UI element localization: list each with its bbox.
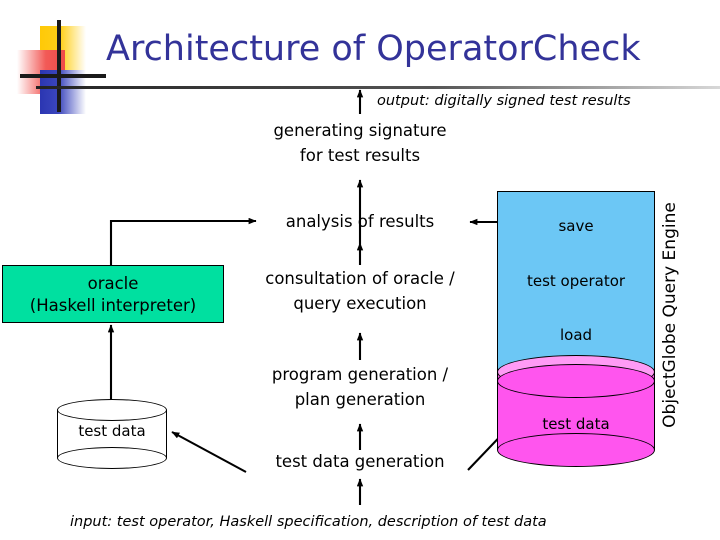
page-title: Architecture of OperatorCheck [106, 29, 641, 69]
engine-test-data-cylinder [497, 355, 655, 467]
logo [14, 20, 106, 114]
generating-signature-line1: generating signature [273, 121, 447, 140]
consultation-line2: query execution [293, 294, 427, 313]
cylinder-top-ellipse [57, 399, 167, 421]
analysis-of-results-label: analysis of results [285, 212, 435, 231]
local-test-data-cylinder: test data [57, 399, 167, 469]
cylinder-bottom-ellipse [497, 433, 655, 467]
output-label: output: digitally signed test results [377, 93, 631, 109]
cylinder-bottom-ellipse [57, 447, 167, 469]
program-generation-line1: program generation / [271, 365, 449, 384]
load-label: load [559, 326, 593, 344]
oracle-label: oracle (Haskell interpreter) [3, 273, 223, 317]
title-divider [36, 86, 720, 89]
side-label-text: ObjectGlobe Query Engine [660, 202, 680, 428]
oracle-label-line1: oracle [87, 274, 139, 293]
generating-signature-line2: for test results [299, 146, 421, 165]
input-label: input: test operator, Haskell specificat… [70, 514, 547, 530]
cylinder-inner-ellipse [497, 364, 655, 398]
objectglobe-query-engine-label: ObjectGlobe Query Engine [658, 155, 682, 475]
test-operator-label: test operator [526, 272, 626, 290]
test-data-generation-label: test data generation [275, 452, 445, 471]
program-generation-line2: plan generation [294, 390, 426, 409]
logo-cross-vertical-icon [57, 20, 61, 112]
engine-test-data-label: test data [542, 415, 610, 433]
local-test-data-label: test data [78, 422, 146, 440]
objectglobe-engine-body [497, 191, 655, 386]
save-label: save [558, 217, 594, 235]
consultation-line1: consultation of oracle / [265, 269, 455, 288]
oracle-box: oracle (Haskell interpreter) [2, 265, 224, 323]
logo-cross-horizontal-icon [20, 74, 106, 78]
oracle-label-line2: (Haskell interpreter) [29, 296, 197, 315]
